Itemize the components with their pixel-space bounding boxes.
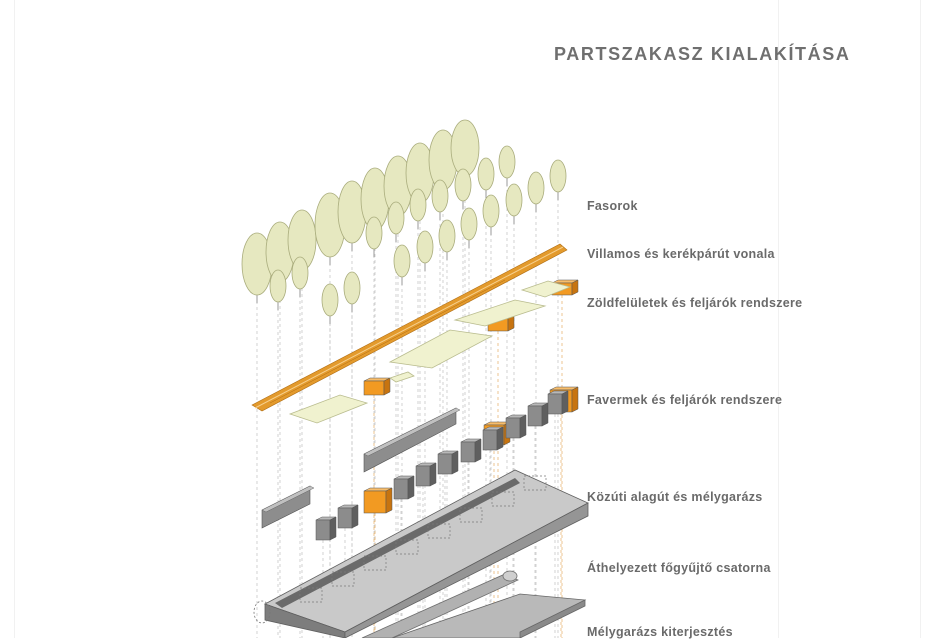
page-title: PARTSZAKASZ KIALAKÍTÁSA [554,44,851,64]
layer-label-tree-rows: Fasorok [587,199,638,213]
layer-road-tunnel-and-garage [253,469,589,638]
grey-tree-pit-face [527,405,543,427]
tunnel-grid-cell [363,555,387,571]
tunnel-side [344,502,589,638]
tree-crown [321,283,339,317]
green-area [520,280,572,298]
grey-tree-pit-side [329,516,337,541]
tunnel-inner-wall [275,478,520,608]
page-guide-right [778,0,779,638]
tree-crown [343,271,361,305]
page-guide-far-right [920,0,921,638]
tunnel-grid-cell [491,491,515,507]
tree-crown [460,207,478,241]
tunnel-portal-ring [253,600,271,624]
tree-crown [269,269,287,303]
tree-crown [527,171,545,205]
layer-underground-garage-extension [391,593,587,638]
tunnel-grid-cell [395,539,419,555]
tunnel-structural-grid [299,475,547,603]
orange-ramp-box-side [571,279,579,296]
tree-crown [438,219,456,253]
orange-ramp-box-side [571,386,579,413]
tree-crown [454,168,472,202]
grey-tree-pit-side [561,390,569,415]
tree-crown [416,230,434,264]
sewer-pipe-end [502,570,518,582]
layer-tram-and-bike-lane [251,243,568,412]
grey-tree-pit-side [474,438,482,463]
grey-tree-pit-face [437,453,453,475]
layer-tree-rows [241,119,567,324]
orange-ramp-box-face [363,490,387,514]
tree-crown [409,188,427,222]
page-guide-left [14,0,15,638]
tree-crown [393,244,411,278]
layer-label-garage-extension: Mélygarázs kiterjesztés [587,625,733,639]
sewer-pipe-body [361,573,519,638]
tree-crown [477,157,495,191]
grey-tree-pit-side [407,475,415,500]
grey-tree-pit-face [315,519,331,541]
grey-tree-pit-face [547,393,563,415]
green-area [453,299,547,327]
tunnel-grid-cell [299,587,323,603]
tree-crown [431,179,449,213]
orange-ramp-box-face [363,380,385,396]
grey-tree-pit-face [505,417,521,439]
grey-tree-pit-face [393,478,409,500]
orange-ramp-box-side [385,487,393,514]
tree-crown [498,145,516,179]
green-area [389,371,415,383]
grey-tree-pit-side [519,414,527,439]
green-area [388,329,494,369]
layer-label-tram-bike-lane: Villamos és kerékpárút vonala [587,247,775,261]
tree-crown [450,119,480,177]
tram-bike-lane-separator [269,279,506,404]
tree-crown [482,194,500,228]
grey-tree-pit-side [429,462,437,487]
layer-relocated-main-sewer [361,570,519,638]
grey-tree-pit-side [496,426,504,451]
layer-label-road-tunnel: Közúti alagút és mélygarázs [587,490,763,504]
tree-crown [365,216,383,250]
tree-crown [505,183,523,217]
tunnel-grid-cell [331,571,355,587]
orange-ramp-box-side [383,377,391,396]
grey-tree-pit-face [337,507,353,529]
layer-label-green-areas: Zöldfelületek és feljárók rendszere [587,296,803,310]
retaining-wall-upper-top [363,407,461,457]
grey-tree-pit-side [351,504,359,529]
layer-tree-pits-and-ramps [261,279,579,541]
tunnel-grid-cell [427,523,451,539]
retaining-wall-lower-top [261,485,315,513]
tunnel-grid-cell [459,507,483,523]
tram-bike-lane-edge [254,246,564,409]
layer-green-areas-and-ramps [288,280,572,424]
tree-crown [387,201,405,235]
green-area [288,394,369,424]
grey-tree-pit-face [460,441,476,463]
grey-tree-pit-side [541,402,549,427]
garage-extension-side [519,599,586,638]
grey-tree-pit-side [451,450,459,475]
tunnel-front [264,603,346,638]
grey-tree-pit-face [415,465,431,487]
layer-label-tree-pits: Favermek és feljárók rendszere [587,393,783,407]
layer-label-main-sewer: Áthelyezett főgyűjtő csatorna [587,561,771,575]
tree-crown [549,159,567,193]
tree-crown [291,256,309,290]
tunnel-grid-cell [523,475,547,491]
grey-tree-pit-face [482,429,498,451]
